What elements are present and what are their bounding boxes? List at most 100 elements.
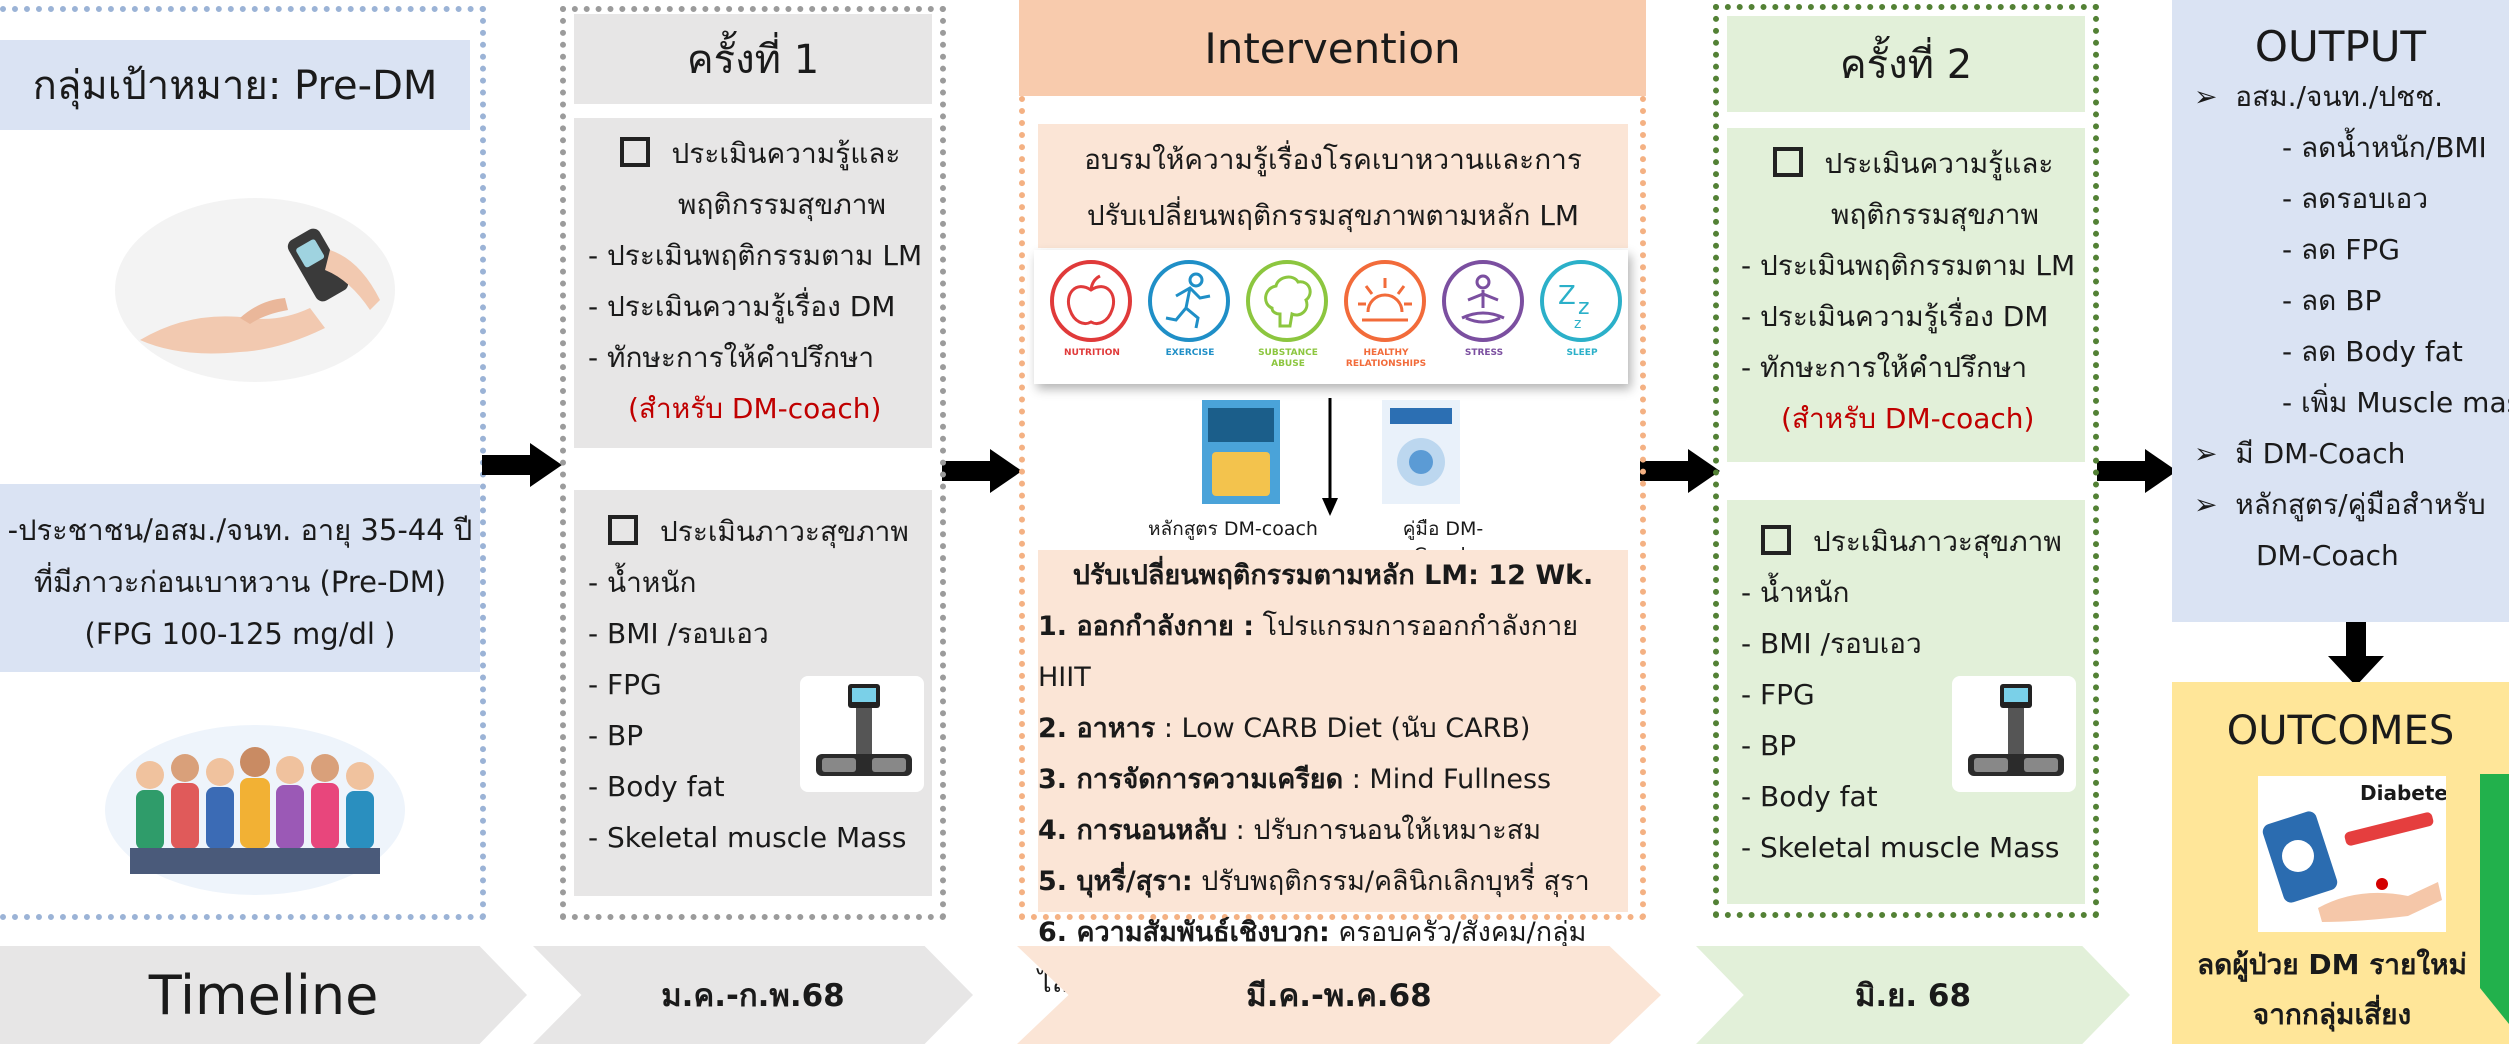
curriculum-book-icon [1202, 400, 1280, 504]
phase2-health-item-6: - Skeletal muscle Mass [1741, 831, 2060, 864]
lm-program-item-2: 2. อาหาร : Low CARB Diet (นับ CARB) [1038, 713, 1531, 744]
phase1-health-head: ประเมินภาวะสุขภาพ [660, 515, 909, 548]
output-bullet-1: อสม./จนท./ปชช. [2235, 80, 2443, 113]
training-line-2: ปรับเปลี่ยนพฤติกรรมสุขภาพตามหลัก LM [1086, 199, 1580, 232]
flow-arrow-1-icon [482, 443, 562, 487]
timeline-period-1: ม.ค.-ก.พ.68 [533, 946, 973, 1044]
glucose-test-illustration [115, 198, 395, 382]
brain-icon [1246, 260, 1328, 342]
phase1-health-item-2: - BMI /รอบเอว [588, 617, 769, 650]
target-line-3: (FPG 100-125 mg/dl ) [84, 617, 396, 651]
flow-arrow-4-icon [2097, 449, 2177, 493]
phase2-assess-item-2: - ประเมินความรู้เรื่อง DM [1741, 300, 2049, 333]
target-line-1: -ประชาชน/อสม./จนท. อายุ 35-44 ปี [7, 513, 473, 547]
phase1-health-item-1: - น้ำหนัก [588, 566, 697, 599]
target-line-2: ที่มีภาวะก่อนเบาหวาน (Pre-DM) [33, 565, 447, 599]
lm-label-stress: STRESS [1464, 348, 1504, 358]
phase2-health-item-1: - น้ำหนัก [1741, 576, 1850, 609]
output-bullet-2: มี DM-Coach [2235, 437, 2406, 470]
phase2-assess-item-3: - ทักษะการให้คำปรึกษา [1741, 351, 2028, 384]
phase2-assess-head2: พฤติกรรมสุขภาพ [1831, 198, 2039, 231]
output-sub-4: - ลด BP [2282, 284, 2382, 317]
lm-label-nutrition: NUTRITION [1064, 348, 1120, 358]
lm-program-box: ปรับเปลี่ยนพฤติกรรมตามหลัก LM: 12 Wk. 1.… [1038, 550, 1628, 999]
lm-program-item-5: 5. บุหรี่/สุรา: ปรับพฤติกรรม/คลินิกเลิกบ… [1038, 866, 1590, 897]
phase1-title: ครั้งที่ 1 [574, 14, 932, 104]
phase2-assess-note: (สำหรับ DM-coach) [1781, 402, 2035, 435]
phase1-health-item-3: - FPG [588, 668, 662, 701]
output-bullet-3b: DM-Coach [2256, 539, 2399, 572]
bullet-arrow-icon: ➢ [2194, 488, 2236, 521]
body-composition-scale-icon [800, 676, 924, 792]
checkbox-icon [608, 515, 638, 545]
timeline-period-2: มี.ค.-พ.ค.68 [1017, 946, 1661, 1044]
intervention-panel [1019, 96, 1646, 920]
down-arrow-icon [1322, 398, 1338, 516]
phase1-health-item-6: - Skeletal muscle Mass [588, 821, 907, 854]
diabetes-test-icon: Diabetes [2258, 776, 2446, 932]
lm-program-item-3: 3. การจัดการความเครียด : Mind Fullness [1038, 764, 1552, 795]
output-sub-5: - ลด Body fat [2282, 335, 2463, 368]
phase1-knowledge-panel: ประเมินความรู้และ พฤติกรรมสุขภาพ - ประเม… [574, 118, 932, 448]
phase2-health-item-3: - FPG [1741, 678, 1815, 711]
lm-label-substance: SUBSTANCE ABUSE [1258, 348, 1318, 369]
phase2-knowledge-panel: ประเมินความรู้และ พฤติกรรมสุขภาพ - ประเม… [1727, 128, 2085, 462]
flow-arrow-2-icon [942, 449, 1022, 493]
intervention-title: Intervention [1019, 0, 1646, 96]
phase2-title: ครั้งที่ 2 [1727, 16, 2085, 112]
output-title: OUTPUT [2254, 22, 2427, 71]
phase1-health-item-4: - BP [588, 719, 644, 752]
checkbox-icon [619, 137, 650, 167]
lm-program-title: ปรับเปลี่ยนพฤติกรรมตามหลัก LM: 12 Wk. [1072, 560, 1594, 591]
meditation-icon [1442, 260, 1524, 342]
lm-program-item-1: 1. ออกกำลังกาย : โปรแกรมการออกกำลังกาย H… [1038, 611, 1579, 693]
training-line-1: อบรมให้ความรู้เรื่องโรคเบาหวานและการ [1084, 143, 1582, 176]
target-group-description: -ประชาชน/อสม./จนท. อายุ 35-44 ปี ที่มีภา… [0, 484, 480, 672]
phase1-assess-head2: พฤติกรรมสุขภาพ [678, 188, 886, 221]
diabetes-image-label: Diabetes [2360, 781, 2446, 805]
outcomes-line-2: จากกลุ่มเสี่ยง [2252, 998, 2412, 1031]
phase1-assess-note: (สำหรับ DM-coach) [628, 392, 882, 425]
phase1-assess-item-1: - ประเมินพฤติกรรมตาม LM [588, 239, 923, 272]
output-panel: OUTPUT ➢ อสม./จนท./ปชช. - ลดน้ำหนัก/BMI … [2172, 0, 2509, 622]
phase1-health-item-5: - Body fat [588, 770, 725, 803]
timeline-label: Timeline [0, 946, 527, 1044]
phase2-health-item-4: - BP [1741, 729, 1797, 762]
sun-icon [1344, 260, 1426, 342]
lm-label-sleep: SLEEP [1566, 348, 1598, 358]
output-sub-2: - ลดรอบเอว [2282, 182, 2429, 215]
phase1-assess-item-3: - ทักษะการให้คำปรึกษา [588, 341, 875, 374]
phase2-health-item-5: - Body fat [1741, 780, 1878, 813]
svg-text:z: z [1578, 295, 1590, 320]
outcomes-text: ลดผู้ป่วย DM รายใหม่ จากกลุ่มเสี่ยง [2172, 940, 2492, 1040]
phase2-panel [1713, 4, 2099, 918]
output-sub-1: - ลดน้ำหนัก/BMI [2282, 131, 2487, 164]
output-bullet-3a: หลักสูตร/คู่มือสำหรับ [2235, 488, 2486, 521]
curriculum-book-label: หลักสูตร DM-coach [1148, 518, 1318, 540]
body-composition-scale-icon [1952, 676, 2076, 792]
bullet-arrow-icon: ➢ [2194, 80, 2236, 113]
bullet-arrow-icon: ➢ [2194, 437, 2236, 470]
phase1-assess-head1: ประเมินความรู้และ [671, 137, 901, 170]
training-box: อบรมให้ความรู้เรื่องโรคเบาหวานและการ ปรั… [1038, 124, 1628, 248]
checkbox-icon [1772, 147, 1803, 177]
output-sub-3: - ลด FPG [2282, 233, 2400, 266]
down-arrow-icon [2328, 622, 2384, 686]
outcomes-title: OUTCOMES [2226, 708, 2455, 754]
manual-book-icon [1382, 400, 1460, 504]
timeline-period-3: มิ.ย. 68 [1696, 946, 2130, 1044]
phase2-assess-head1: ประเมินความรู้และ [1824, 147, 2054, 180]
lm-program-item-4: 4. การนอนหลับ : ปรับการนอนให้เหมาะสม [1038, 815, 1542, 846]
svg-text:Z: Z [1558, 281, 1576, 311]
lm-program-item-6: 6. ความสัมพันธ์เชิงบวก: ครอบครัว/สังคม/ก… [1038, 917, 1587, 999]
phase2-health-head: ประเมินภาวะสุขภาพ [1813, 525, 2062, 558]
upward-trend-arrow-icon [2480, 774, 2509, 1024]
svg-text:z: z [1574, 316, 1581, 332]
lm-label-exercise: EXERCISE [1165, 348, 1215, 358]
apple-icon [1050, 260, 1132, 342]
lm-label-relationships: HEALTHY RELATIONSHIPS [1345, 348, 1427, 369]
target-group-title: กลุ่มเป้าหมาย: Pre-DM [0, 40, 470, 130]
output-sub-6: - เพิ่ม Muscle mass [2282, 386, 2509, 419]
